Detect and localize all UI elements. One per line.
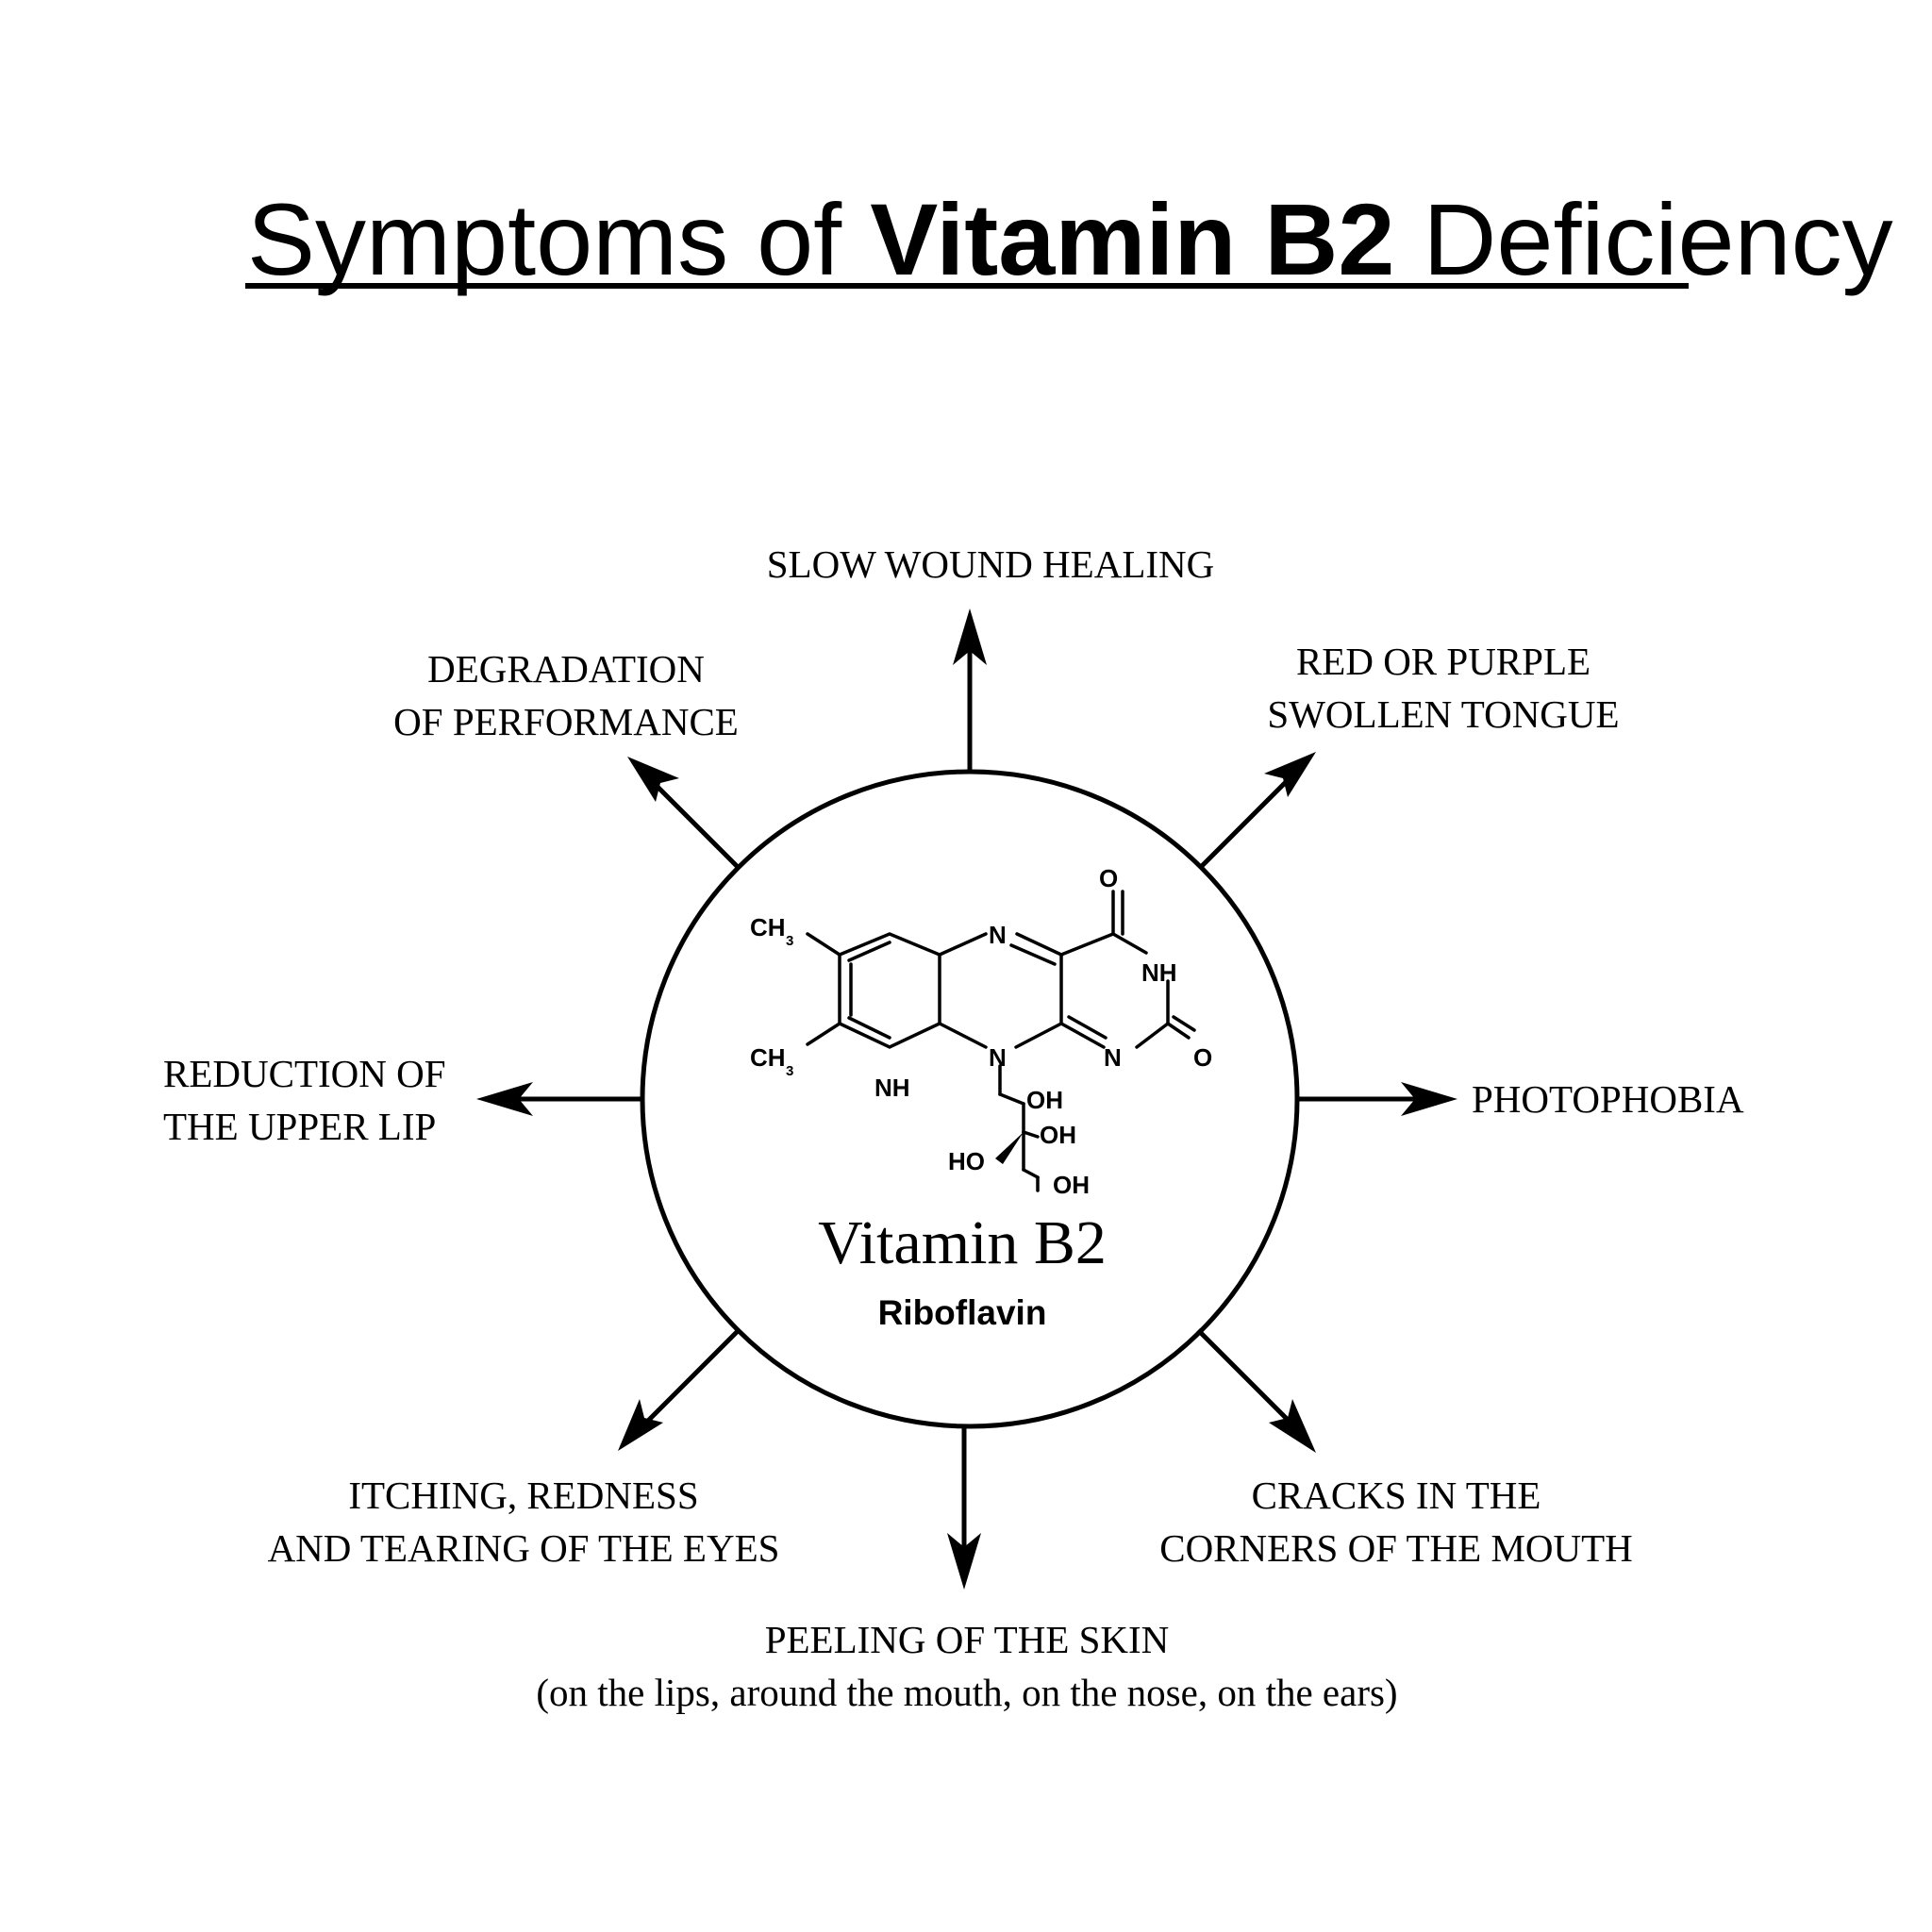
symptom-top-right: RED OR PURPLE SWOLLEN TONGUE bbox=[1217, 635, 1670, 741]
o-top-label: O bbox=[1099, 864, 1118, 892]
n-top-label: N bbox=[989, 921, 1007, 949]
n-right-label: N bbox=[1104, 1043, 1122, 1072]
title-underline bbox=[245, 283, 1689, 289]
arrowhead-bottom-left bbox=[618, 1399, 663, 1451]
symptom-top-right-line2: SWOLLEN TONGUE bbox=[1267, 692, 1620, 736]
arrow-bottom-left bbox=[635, 1328, 741, 1434]
symptom-bottom-line1: PEELING OF THE SKIN bbox=[764, 1618, 1170, 1661]
arrowhead-bottom bbox=[947, 1533, 981, 1590]
o-right-label: O bbox=[1193, 1043, 1212, 1072]
riboflavin-structure bbox=[806, 890, 1196, 1192]
symptom-left: REDUCTION OF THE UPPER LIP bbox=[163, 1047, 503, 1153]
wedge-bond bbox=[995, 1132, 1024, 1164]
arrowhead-top-left bbox=[627, 757, 679, 802]
arrowhead-right bbox=[1401, 1082, 1457, 1116]
symptom-bottom-line2: (on the lips, around the mouth, on the n… bbox=[536, 1671, 1398, 1714]
symptom-top-right-line1: RED OR PURPLE bbox=[1295, 640, 1591, 683]
symptom-bottom: PEELING OF THE SKIN (on the lips, around… bbox=[396, 1613, 1538, 1719]
symptom-top-left: DEGRADATION OF PERFORMANCE bbox=[358, 642, 774, 748]
arrows bbox=[476, 608, 1457, 1590]
arrow-top-right bbox=[1198, 769, 1299, 870]
symptom-bottom-right-line2: CORNERS OF THE MOUTH bbox=[1159, 1526, 1633, 1570]
oh1-label: OH bbox=[1026, 1086, 1063, 1114]
arrow-top-left bbox=[644, 774, 741, 870]
ch3-top-label: CH bbox=[750, 913, 786, 941]
symptom-right: PHOTOPHOBIA bbox=[1472, 1073, 1868, 1125]
arrowhead-bottom-right bbox=[1269, 1399, 1316, 1453]
symptom-bottom-left-line1: ITCHING, REDNESS bbox=[348, 1474, 699, 1517]
arrowhead-top-right bbox=[1264, 752, 1316, 797]
symptom-left-line2: THE UPPER LIP bbox=[163, 1105, 437, 1148]
symptom-top-left-line2: OF PERFORMANCE bbox=[393, 700, 739, 743]
nh-left-label: NH bbox=[874, 1074, 910, 1102]
arrowhead-top bbox=[953, 608, 987, 665]
symptom-bottom-left-line2: AND TEARING OF THE EYES bbox=[267, 1526, 780, 1570]
oh2-label: OH bbox=[1040, 1121, 1076, 1149]
n-mid-label: N bbox=[989, 1043, 1007, 1072]
vitamin-subtitle: Riboflavin bbox=[877, 1293, 1047, 1332]
symptom-top-left-line1: DEGRADATION bbox=[427, 647, 705, 691]
ch3-top-sub: 3 bbox=[786, 933, 793, 949]
ch3-bottom-sub: 3 bbox=[786, 1063, 793, 1079]
symptom-left-line1: REDUCTION OF bbox=[163, 1052, 446, 1095]
page-title: Symptoms of Vitamin B2 Deficiency bbox=[247, 189, 1893, 291]
symptom-bottom-right-line1: CRACKS IN THE bbox=[1251, 1474, 1541, 1517]
nh-right-label: NH bbox=[1141, 958, 1177, 987]
arrowhead-left bbox=[476, 1082, 533, 1116]
symptom-bottom-left: ITCHING, REDNESS AND TEARING OF THE EYES bbox=[208, 1469, 840, 1574]
vitamin-name: Vitamin B2 bbox=[818, 1208, 1107, 1277]
title-prefix: Symptoms of bbox=[247, 182, 842, 296]
symptom-top-line1: SLOW WOUND HEALING bbox=[766, 542, 1215, 586]
title-suffix: Deficiency bbox=[1423, 182, 1893, 296]
title-bold: Vitamin B2 bbox=[870, 182, 1395, 296]
symptom-bottom-right: CRACKS IN THE CORNERS OF THE MOUTH bbox=[1104, 1469, 1689, 1574]
symptom-right-line1: PHOTOPHOBIA bbox=[1472, 1077, 1744, 1121]
ch3-bottom-label: CH bbox=[750, 1043, 786, 1072]
oh3-label: OH bbox=[1053, 1171, 1090, 1199]
ho-label: HO bbox=[948, 1147, 985, 1175]
arrow-bottom-right bbox=[1196, 1328, 1299, 1431]
symptom-top: SLOW WOUND HEALING bbox=[698, 538, 1283, 591]
